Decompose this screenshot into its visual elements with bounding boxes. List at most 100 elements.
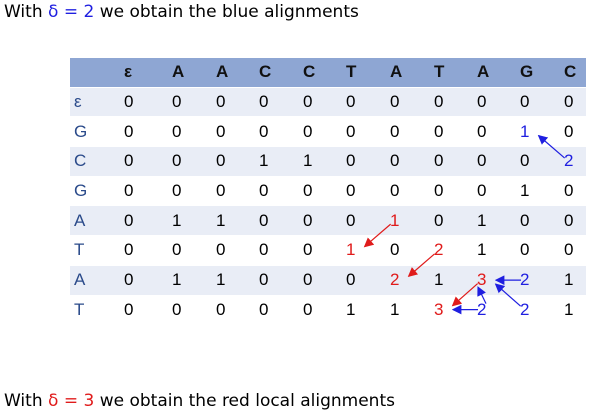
matrix-cell: 0 bbox=[299, 235, 342, 266]
matrix-cell: 0 bbox=[299, 175, 342, 206]
matrix-cell: 0 bbox=[212, 146, 255, 177]
matrix-cell: 0 bbox=[299, 116, 342, 147]
matrix-cell: 1 bbox=[212, 264, 255, 295]
matrix-cell: 1 bbox=[560, 294, 586, 325]
matrix-cell: 0 bbox=[299, 205, 342, 236]
top-caption: With δ = 2 we obtain the blue alignments bbox=[4, 2, 359, 22]
matrix-cell: 0 bbox=[212, 235, 255, 266]
matrix-cell: 0 bbox=[342, 205, 386, 236]
column-header: C bbox=[299, 57, 342, 88]
matrix-cell: 0 bbox=[168, 294, 212, 325]
matrix-cell: 0 bbox=[386, 235, 430, 266]
row-label: A bbox=[70, 264, 120, 295]
matrix-cell: 0 bbox=[560, 235, 586, 266]
matrix-cell: 0 bbox=[120, 235, 168, 266]
column-header: ε bbox=[120, 57, 168, 88]
matrix-cell: 0 bbox=[516, 86, 560, 117]
matrix-cell: 0 bbox=[120, 205, 168, 236]
matrix-cell: 0 bbox=[342, 146, 386, 177]
matrix-cell: 0 bbox=[299, 294, 342, 325]
matrix-cell: 1 bbox=[255, 146, 299, 177]
matrix-cell: 0 bbox=[255, 264, 299, 295]
column-header: A bbox=[168, 57, 212, 88]
matrix-cell: 0 bbox=[168, 146, 212, 177]
matrix-cell: 0 bbox=[299, 86, 342, 117]
matrix-cell: 1 bbox=[473, 235, 516, 266]
row-label: G bbox=[70, 116, 120, 147]
top-caption-suffix: we obtain the blue alignments bbox=[94, 2, 359, 22]
matrix-cell: 0 bbox=[430, 146, 473, 177]
matrix-cell: 2 bbox=[386, 264, 430, 295]
matrix-cell: 0 bbox=[386, 175, 430, 206]
matrix-cell: 2 bbox=[430, 235, 473, 266]
matrix-cell: 0 bbox=[386, 146, 430, 177]
matrix-cell: 0 bbox=[120, 175, 168, 206]
matrix-cell: 1 bbox=[342, 294, 386, 325]
matrix-cell: 3 bbox=[473, 264, 516, 295]
matrix-cell: 0 bbox=[386, 86, 430, 117]
matrix-cell: 0 bbox=[212, 116, 255, 147]
matrix-cell: 0 bbox=[255, 205, 299, 236]
matrix-cell: 0 bbox=[255, 175, 299, 206]
matrix-cell: 0 bbox=[255, 86, 299, 117]
matrix-cell: 0 bbox=[560, 175, 586, 206]
matrix-cell: 1 bbox=[299, 146, 342, 177]
matrix-cell: 0 bbox=[473, 175, 516, 206]
matrix-cell: 0 bbox=[342, 175, 386, 206]
column-header: T bbox=[342, 57, 386, 88]
matrix-cell: 0 bbox=[120, 116, 168, 147]
matrix-cell: 0 bbox=[430, 86, 473, 117]
matrix-cell: 2 bbox=[516, 294, 560, 325]
matrix-cell: 1 bbox=[473, 205, 516, 236]
matrix-cell: 0 bbox=[168, 235, 212, 266]
column-header: C bbox=[560, 57, 586, 88]
column-header: C bbox=[255, 57, 299, 88]
matrix-cell: 0 bbox=[168, 175, 212, 206]
matrix-cell: 0 bbox=[516, 235, 560, 266]
matrix-cell: 0 bbox=[212, 294, 255, 325]
column-header: A bbox=[473, 57, 516, 88]
matrix-cell: 0 bbox=[473, 86, 516, 117]
row-label: A bbox=[70, 205, 120, 236]
matrix-cell: 1 bbox=[430, 264, 473, 295]
matrix-cell: 0 bbox=[342, 116, 386, 147]
matrix-cell: 0 bbox=[473, 146, 516, 177]
row-label: T bbox=[70, 294, 120, 325]
column-header: T bbox=[430, 57, 473, 88]
matrix-cell: 1 bbox=[168, 264, 212, 295]
matrix-cell: 0 bbox=[473, 116, 516, 147]
bottom-caption-prefix: With bbox=[4, 391, 49, 411]
bottom-caption: With δ = 3 we obtain the red local align… bbox=[4, 391, 395, 411]
column-header: G bbox=[516, 57, 560, 88]
matrix-cell: 0 bbox=[516, 205, 560, 236]
bottom-caption-suffix: we obtain the red local alignments bbox=[94, 391, 395, 411]
top-caption-prefix: With bbox=[4, 2, 49, 22]
matrix-cell: 0 bbox=[255, 116, 299, 147]
matrix-cell: 0 bbox=[120, 264, 168, 295]
matrix-cell: 0 bbox=[560, 205, 586, 236]
column-header: A bbox=[386, 57, 430, 88]
header-corner bbox=[70, 57, 120, 88]
row-label: C bbox=[70, 146, 120, 177]
matrix-cell: 0 bbox=[430, 116, 473, 147]
matrix-cell: 0 bbox=[560, 86, 586, 117]
matrix-cell: 0 bbox=[386, 116, 430, 147]
matrix-cell: 2 bbox=[560, 146, 586, 177]
matrix-cell: 0 bbox=[430, 175, 473, 206]
top-caption-delta: δ = 2 bbox=[48, 2, 95, 22]
matrix-cell: 0 bbox=[342, 86, 386, 117]
matrix-cell: 0 bbox=[212, 86, 255, 117]
matrix-cell: 2 bbox=[516, 264, 560, 295]
bottom-caption-delta: δ = 3 bbox=[48, 391, 95, 411]
matrix-cell: 1 bbox=[212, 205, 255, 236]
matrix-cell: 0 bbox=[255, 294, 299, 325]
